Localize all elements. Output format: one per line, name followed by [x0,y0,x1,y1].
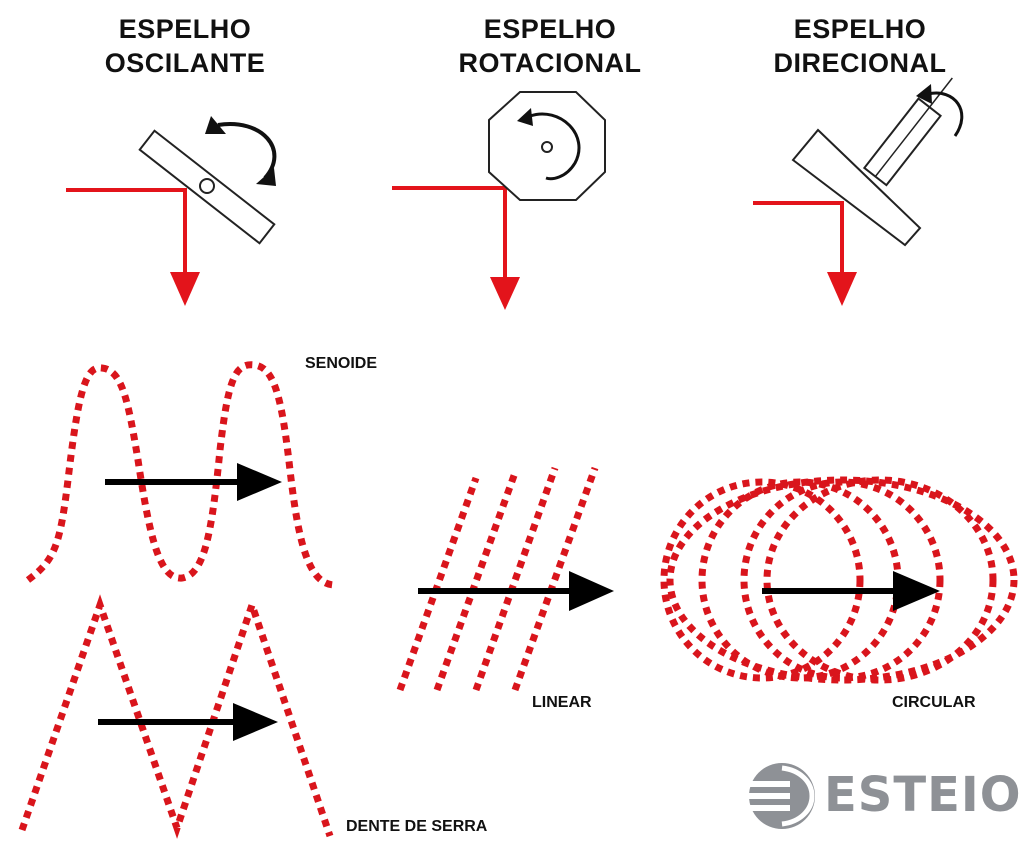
rotational-rotation-icon [529,112,581,181]
sine-direction-arrowhead-icon [237,463,282,501]
sawtooth-pattern [18,594,334,839]
rotational-mirror-title-line1: ESPELHO [483,14,617,44]
sawtooth-direction-arrowhead-icon [233,703,278,741]
esteio-logo-text: ESTEIO [824,767,1022,823]
sawtooth-pattern-label: DENTE DE SERRA [346,818,488,835]
circular-pattern-label: CIRCULAR [892,694,976,711]
directional-rotation-icon [927,91,964,137]
linear-dotted-line-2 [433,468,520,692]
directional-beam [753,201,844,275]
linear-dotted-line-4 [511,466,599,692]
rotational-beam [392,186,507,280]
circular-direction-arrowhead-icon [893,571,940,611]
oscillating-mirror-pivot [199,178,215,194]
directional-rotation-arrowhead-icon [916,84,932,104]
rotational-mirror-title-line2: ROTACIONAL [458,48,642,78]
linear-direction-arrowhead-icon [569,571,614,611]
rotational-mirror-axis [541,141,553,153]
circular-dotted-ellipse-5 [666,476,1018,684]
rotational-mirror-figure [392,91,606,310]
oscillating-mirror-title-line2: OSCILANTE [104,48,266,78]
oscillating-rotation-icon [217,122,277,180]
oscillating-beam [66,188,187,275]
esteio-logo-mark-icon [748,763,815,829]
circular-dotted-ellipse-1 [660,478,864,682]
rotational-beam-arrowhead [490,277,520,310]
linear-dotted-line-3 [472,466,559,692]
sawtooth-dotted-line [18,594,334,839]
linear-dotted-line-1 [396,476,480,692]
oscillating-mirror-title: ESPELHO OSCILANTE [75,12,295,80]
directional-mirror-shaft [862,77,953,187]
circular-dotted-ellipse-4 [763,476,997,684]
directional-mirror-title-line2: DIRECIONAL [773,48,947,78]
sine-dotted-curve [25,361,336,589]
linear-pattern [396,466,599,692]
directional-beam-arrowhead [827,272,857,306]
oscillating-mirror-title-line1: ESPELHO [118,14,252,44]
directional-mirror-figure [753,77,964,306]
oscillating-mirror-figure [66,116,277,306]
oscillating-rotation-arrowhead2-icon [256,168,276,186]
circular-dotted-ellipse-2 [698,478,902,682]
directional-mirror-plate [791,128,922,247]
sine-pattern-label: SENOIDE [305,355,378,372]
directional-mirror-title: ESPELHO DIRECIONAL [750,12,970,80]
sine-pattern [25,361,336,589]
linear-pattern-label: LINEAR [532,694,592,711]
rotational-mirror-title: ESPELHO ROTACIONAL [430,12,670,80]
circular-pattern [660,476,1018,684]
directional-mirror-title-line1: ESPELHO [793,14,927,44]
oscillating-rotation-arrowhead-icon [205,116,226,134]
rotational-rotation-arrowhead-icon [517,108,533,126]
oscillating-beam-arrowhead [170,272,200,306]
